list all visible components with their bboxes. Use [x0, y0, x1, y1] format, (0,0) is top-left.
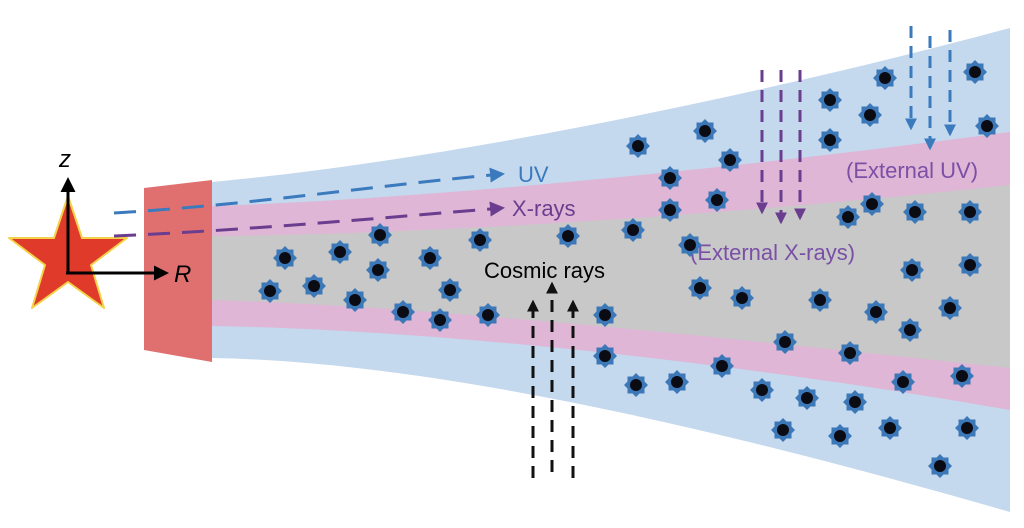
- dust-grain-icon: [958, 253, 982, 277]
- dust-grain-icon: [624, 373, 648, 397]
- external-xrays-label: (External X-rays): [690, 240, 855, 265]
- dust-grain-icon: [678, 233, 702, 257]
- dust-grain-icon: [858, 103, 882, 127]
- z-axis-label: z: [58, 146, 71, 173]
- dust-grain-icon: [438, 278, 462, 302]
- dust-grain-icon: [593, 344, 617, 368]
- dust-grain-icon: [658, 166, 682, 190]
- disk-midplane-layer: [212, 185, 1010, 368]
- dust-grain-icon: [688, 276, 712, 300]
- dust-grain-icon: [328, 240, 352, 264]
- dust-grain-icon: [898, 318, 922, 342]
- r-axis-label: R: [174, 261, 191, 288]
- dust-grain-icon: [900, 258, 924, 282]
- dust-grain-icon: [343, 288, 367, 312]
- dust-grain-icon: [750, 378, 774, 402]
- dust-grain-icon: [366, 258, 390, 282]
- dust-grain-icon: [860, 192, 884, 216]
- dust-grain-icon: [718, 148, 742, 172]
- dust-grain-icon: [556, 224, 580, 248]
- dust-grain-icon: [302, 274, 326, 298]
- dust-grain-icon: [428, 308, 452, 332]
- dust-grain-icon: [864, 300, 888, 324]
- dust-grain-icon: [891, 370, 915, 394]
- dust-grain-icon: [665, 370, 689, 394]
- dust-grain-icon: [818, 128, 842, 152]
- dust-grain-icon: [658, 198, 682, 222]
- dust-grain-icon: [873, 66, 897, 90]
- dust-grain-icon: [795, 386, 819, 410]
- dust-grain-icon: [593, 303, 617, 327]
- dust-grain-icon: [626, 134, 650, 158]
- dust-grain-icon: [975, 114, 999, 138]
- external-xray-arrows: [756, 70, 806, 225]
- dust-grain-icon: [828, 424, 852, 448]
- dust-grain-icon: [878, 416, 902, 440]
- external-uv-label: (External UV): [846, 158, 978, 183]
- dust-grain-icon: [818, 88, 842, 112]
- dust-grain-icon: [273, 246, 297, 270]
- dust-grain-icon: [621, 218, 645, 242]
- dust-grain-icon: [418, 246, 442, 270]
- dust-grain-icon: [368, 223, 392, 247]
- dust-grain-icon: [730, 286, 754, 310]
- dust-grain-icon: [838, 341, 862, 365]
- dust-grain-icon: [958, 200, 982, 224]
- dust-grain-icon: [903, 200, 927, 224]
- dust-grain-icon: [693, 119, 717, 143]
- dust-grain-icon: [928, 454, 952, 478]
- external-uv-arrows: [905, 26, 956, 151]
- dust-grain-icon: [938, 296, 962, 320]
- dust-grain-icon: [963, 60, 987, 84]
- dust-grain-icon: [258, 279, 282, 303]
- dust-grain-icon: [836, 205, 860, 229]
- cosmic-rays-label: Cosmic rays: [484, 258, 605, 283]
- dust-grain-icon: [476, 303, 500, 327]
- dust-grain-icon: [771, 418, 795, 442]
- dust-grain-icon: [950, 364, 974, 388]
- dust-grain-icon: [705, 188, 729, 212]
- dust-grain-icon: [773, 330, 797, 354]
- dust-grain-icon: [391, 300, 415, 324]
- dust-grain-icon: [808, 288, 832, 312]
- cosmic-ray-arrows: [527, 281, 579, 478]
- inner-rim: [144, 180, 212, 362]
- dust-grain-icon: [843, 390, 867, 414]
- uv-arrow: [113, 167, 505, 215]
- dust-grain-icon: [710, 354, 734, 378]
- xrays-label: X-rays: [512, 196, 576, 221]
- dust-grain-icon: [955, 416, 979, 440]
- dust-grain-icon: [468, 228, 492, 252]
- xray-arrow: [113, 201, 505, 238]
- uv-label: UV: [518, 162, 549, 187]
